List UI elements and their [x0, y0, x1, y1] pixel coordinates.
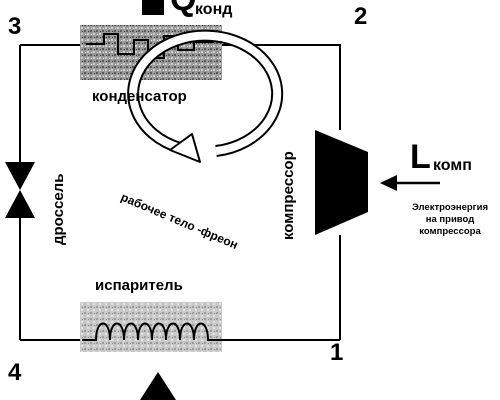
compressor-label: компрессор [280, 151, 297, 240]
evaporator [80, 302, 222, 352]
corner-label-1: 1 [330, 339, 343, 366]
evaporator-coil-icon [82, 322, 222, 341]
heat-in-arrow-icon [140, 372, 176, 400]
corner-label-2: 2 [354, 3, 367, 30]
condenser-label: конденсатор [92, 88, 187, 105]
corner-label-4: 4 [8, 359, 22, 386]
heat-out-arrow-icon [142, 0, 164, 15]
q-subscript: конд [195, 1, 232, 18]
power-note-line-3: компрессора [419, 226, 481, 237]
power-note-line-2: на привод [426, 214, 474, 225]
l-symbol: L [410, 138, 431, 176]
evaporator-label: испаритель [95, 277, 183, 294]
throttle-valve-icon [5, 162, 35, 218]
circuit-loop [19, 44, 341, 341]
throttle-label: дроссель [50, 174, 67, 245]
working-body-label: рабочее тело -фреон [119, 190, 240, 252]
l-subscript: комп [433, 157, 472, 174]
condenser-coil-icon [86, 33, 214, 59]
work-input-arrow-icon [380, 175, 440, 191]
cycle-direction-arrow-icon [127, 29, 284, 163]
q-symbol: Q [170, 0, 196, 18]
power-note-line-1: Электроэнергия [412, 202, 488, 213]
corner-label-3: 3 [8, 13, 21, 40]
compressor-icon [315, 130, 368, 235]
